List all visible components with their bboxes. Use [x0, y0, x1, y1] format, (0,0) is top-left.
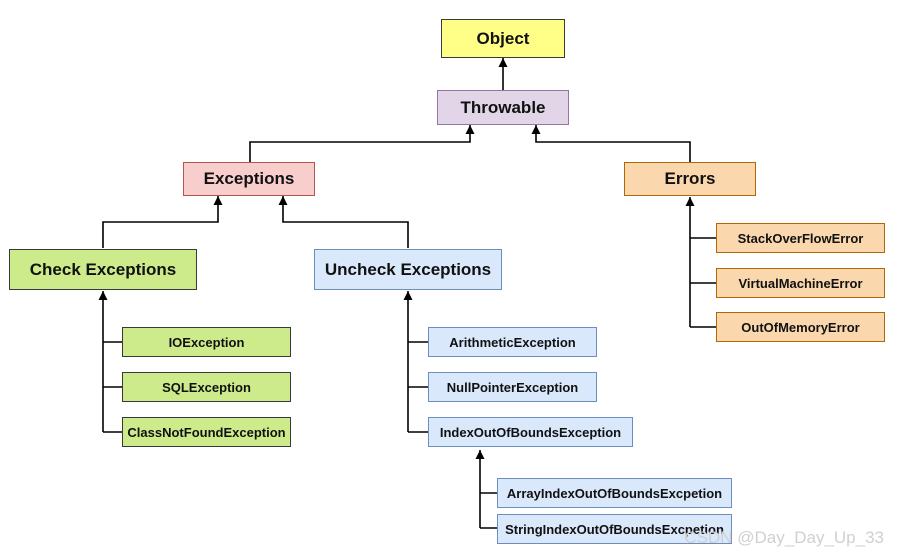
edge-exceptions-throwable: [249, 125, 475, 162]
node-io-exception: IOException: [122, 327, 291, 357]
node-stack-overflow-error: StackOverFlowError: [716, 223, 885, 253]
edge-check-exceptions: [102, 196, 223, 248]
node-throwable: Throwable: [437, 90, 569, 125]
node-arithmetic-exception: ArithmeticException: [428, 327, 597, 357]
node-virtual-machine-error: VirtualMachineError: [716, 268, 885, 298]
node-errors: Errors: [624, 162, 756, 196]
node-sql-exception: SQLException: [122, 372, 291, 402]
node-exceptions: Exceptions: [183, 162, 315, 196]
node-object: Object: [441, 19, 565, 58]
node-string-index-out-of-bounds: StringIndexOutOfBoundsExcpetion: [497, 514, 732, 544]
node-null-pointer-exception: NullPointerException: [428, 372, 597, 402]
node-class-not-found-exception: ClassNotFoundException: [122, 417, 291, 447]
node-array-index-out-of-bounds: ArrayIndexOutOfBoundsExcpetion: [497, 478, 732, 508]
node-out-of-memory-error: OutOfMemoryError: [716, 312, 885, 342]
edge-errors-throwable: [531, 125, 691, 162]
edge-uncheck-exceptions: [278, 196, 409, 248]
node-index-out-of-bounds-exception: IndexOutOfBoundsException: [428, 417, 633, 447]
node-check-exceptions: Check Exceptions: [9, 249, 197, 290]
watermark: CSDN @Day_Day_Up_33: [684, 528, 884, 547]
node-uncheck-exceptions: Uncheck Exceptions: [314, 249, 502, 290]
